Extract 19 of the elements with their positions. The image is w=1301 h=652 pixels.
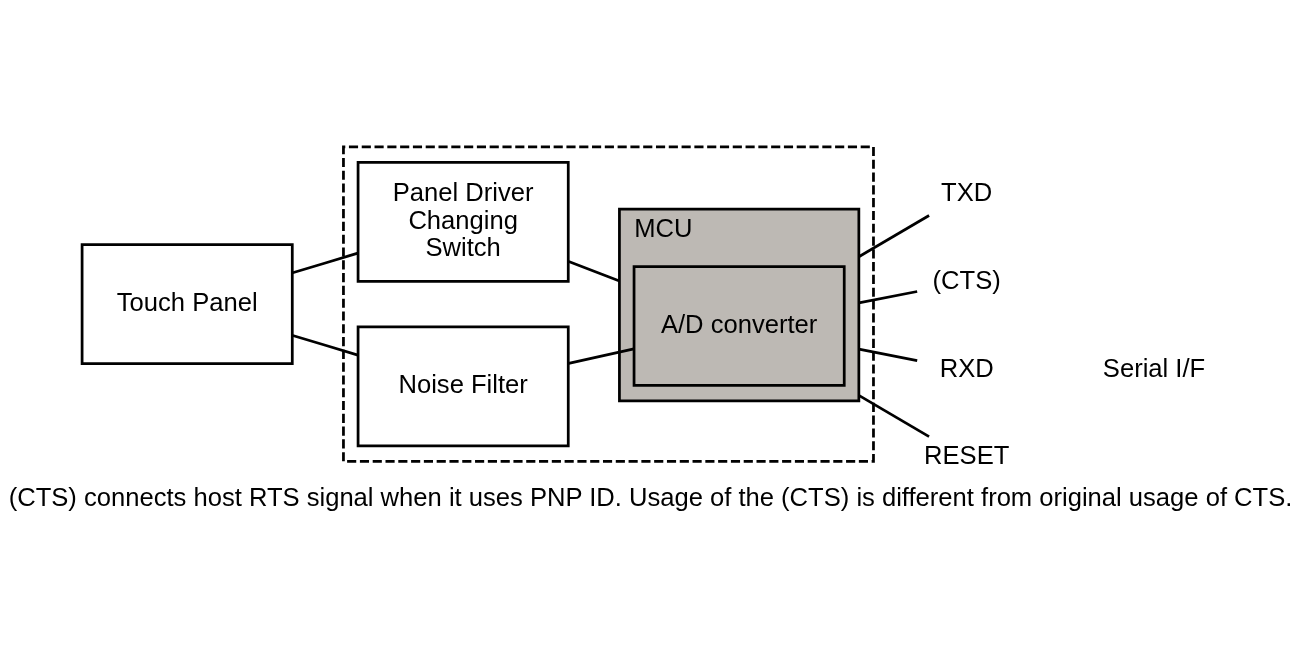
node-box: Noise Filter: [356, 325, 570, 447]
connector: [858, 393, 930, 438]
node-text: (CTS): [932, 265, 1001, 294]
connector: [858, 213, 930, 258]
node-box: A/D converter: [632, 264, 846, 387]
connector: [858, 347, 918, 362]
node-box: Touch Panel: [80, 242, 294, 365]
connector: [292, 251, 359, 274]
node-text: RXD: [939, 353, 994, 382]
node-text: RESET: [924, 440, 1010, 469]
connector: [292, 333, 359, 356]
connector: [568, 259, 620, 282]
label: Serial I/F: [1102, 353, 1206, 382]
connector: [858, 289, 918, 304]
connector: [568, 347, 635, 365]
caption: (CTS) connects host RTS signal when it uses PNP ID. Usage of the (CTS) is different from original usage of CTS.: [8, 482, 1293, 511]
cluster: [342, 145, 875, 463]
node-box: Panel Driver Changing Switch: [356, 160, 570, 283]
node-text: TXD: [941, 177, 993, 206]
